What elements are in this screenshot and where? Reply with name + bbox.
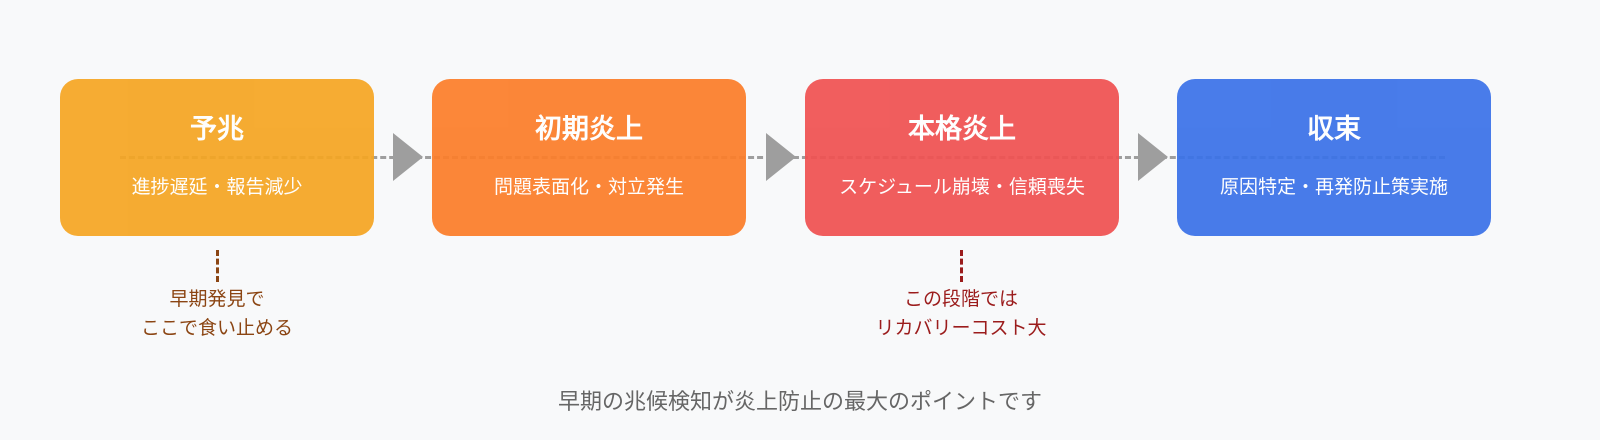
note-connector-line (216, 250, 219, 282)
stage-initial-flare: 初期炎上 問題表面化・対立発生 (432, 79, 746, 236)
stage-title: 収束 (1307, 114, 1361, 145)
stage-full-flare: 本格炎上 スケジュール崩壊・信頼喪失 (805, 79, 1119, 236)
stage-description: 問題表面化・対立発生 (493, 176, 684, 198)
stage-title: 本格炎上 (908, 114, 1016, 145)
stage-title: 初期炎上 (535, 114, 643, 145)
note-connector-line (960, 250, 963, 282)
note-recovery-cost: この段階では リカバリーコスト大 (811, 285, 1111, 343)
note-line-1: この段階では (903, 288, 1018, 310)
stage-description: 進捗遅延・報告減少 (131, 176, 303, 198)
note-line-2: ここで食い止める (140, 317, 293, 339)
note-line-1: 早期発見で (169, 288, 265, 310)
arrow-right-icon (393, 133, 423, 181)
stage-title: 予兆 (190, 114, 244, 145)
note-line-2: リカバリーコスト大 (875, 317, 1047, 339)
arrow-right-icon (766, 133, 796, 181)
stage-description: スケジュール崩壊・信頼喪失 (839, 176, 1085, 198)
arrow-right-icon (1138, 133, 1168, 181)
stage-description: 原因特定・再発防止策実施 (1219, 176, 1448, 198)
footer-caption: 早期の兆候検知が炎上防止の最大のポイントです (557, 390, 1042, 415)
note-early-detection: 早期発見で ここで食い止める (67, 285, 367, 343)
stage-omen: 予兆 進捗遅延・報告減少 (60, 79, 374, 236)
stage-resolution: 収束 原因特定・再発防止策実施 (1177, 79, 1491, 236)
